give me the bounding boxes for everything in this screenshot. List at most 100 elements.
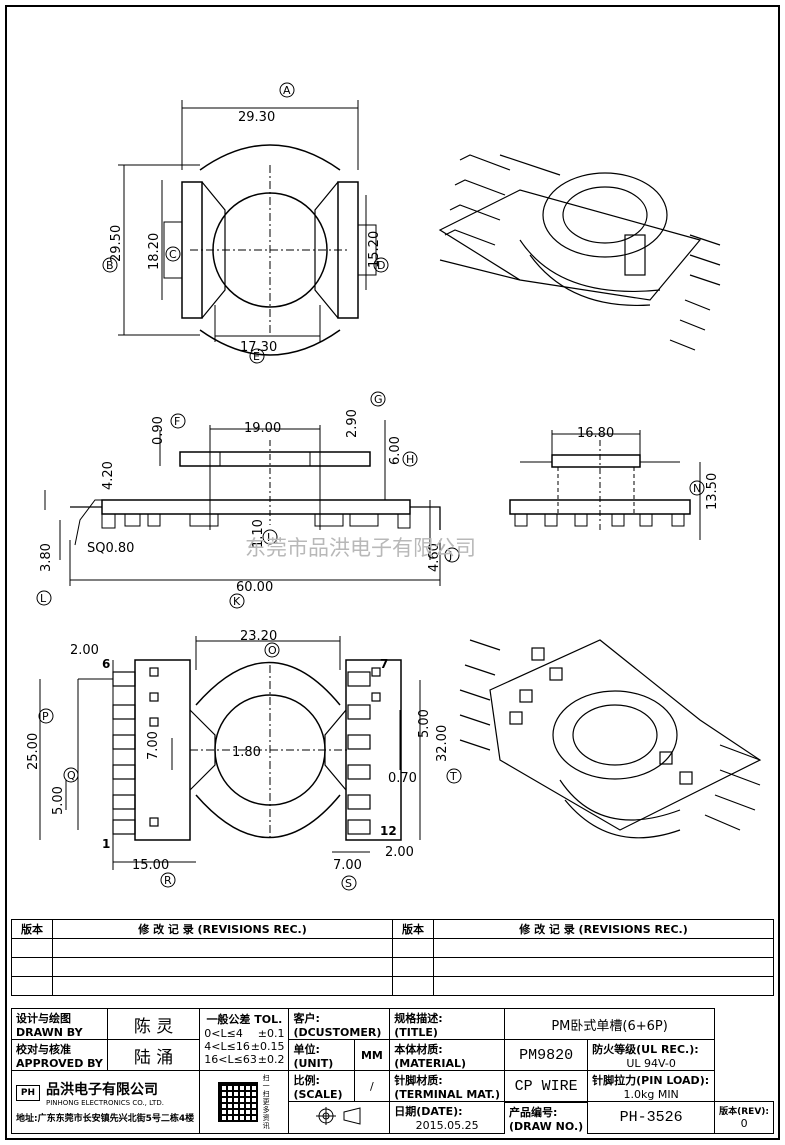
- qr-cell: 扫一扫 更多资讯: [199, 1070, 290, 1134]
- watermark: 东莞市品洪电子有限公司: [245, 536, 476, 560]
- pin-number: 7: [380, 657, 388, 671]
- marker-label: P: [42, 710, 49, 723]
- material-label-cell: 本体材质: (MATERIAL): [389, 1039, 506, 1071]
- terminal-label: 针脚材质:: [394, 1073, 443, 1087]
- rev-cell: 版本(REV): 0: [714, 1101, 774, 1134]
- dim-label: 2.00: [385, 845, 414, 860]
- revisions-row: [11, 957, 774, 977]
- fire-label: 防火等级(UL REC.):: [592, 1042, 699, 1056]
- dim-label: 25.00: [26, 733, 41, 770]
- scale-value: /: [353, 1070, 391, 1102]
- drawno-label: 产品编号:: [509, 1105, 558, 1119]
- tol-range: 0<L≤4: [204, 1027, 243, 1040]
- revisions-header-rev: 版本: [11, 919, 53, 939]
- company-logo: PH: [16, 1085, 40, 1102]
- dim-label: 7.00: [146, 731, 161, 760]
- marker-label: A: [283, 84, 291, 97]
- end-view: [509, 430, 701, 540]
- projection-symbol-icon: [316, 1106, 361, 1125]
- top-view-markers: A B C D E: [102, 82, 389, 364]
- technical-drawing: 29.30 29.50 18.20 15.20 17.30 A B C D E: [26, 82, 762, 891]
- marker-label: L: [40, 592, 47, 605]
- scale-label-en: (SCALE): [293, 1087, 343, 1101]
- check-label: 校对与核准: [16, 1042, 71, 1056]
- material-value: PM9820: [504, 1039, 589, 1071]
- company-address: 地址:广东东莞市长安镇先兴北街5号二栋4楼: [16, 1114, 195, 1125]
- qr-caption: 扫一扫 更多资讯: [262, 1073, 270, 1130]
- dim-label: 19.00: [244, 421, 281, 436]
- unit-label: 单位:: [293, 1042, 320, 1056]
- fire-value: UL 94V-0: [626, 1056, 676, 1070]
- rev-value: 0: [740, 1117, 748, 1131]
- designer-name: 陈 灵: [106, 1008, 201, 1040]
- fire-cell: 防火等级(UL REC.): UL 94V-0: [587, 1039, 716, 1071]
- unit-value: MM: [353, 1039, 391, 1071]
- dim-label: 3.80: [39, 543, 54, 572]
- isometric-view-bottom: [459, 639, 762, 839]
- dim-label: 13.50: [705, 473, 720, 510]
- isometric-view-top: [438, 154, 721, 351]
- unit-label-en: (UNIT): [293, 1056, 334, 1070]
- marker-label: E: [253, 350, 260, 363]
- dim-label: 7.00: [333, 858, 362, 873]
- revisions-row: [11, 976, 774, 996]
- dim-label: 4.60: [427, 543, 442, 572]
- terminal-label-en: (TERMINAL MAT.): [394, 1087, 501, 1101]
- design-label: 设计与绘图: [16, 1011, 71, 1025]
- end-view-dim-labels: 16.80 13.50: [577, 426, 720, 510]
- bottom-view-markers: O P Q R S T: [38, 642, 462, 891]
- title-block: 设计与绘图 DRAWN BY 陈 灵 一般公差 TOL. 0<L≤4±0.1 4…: [10, 1008, 774, 1134]
- marker-label: I: [267, 531, 270, 544]
- marker-label: N: [693, 482, 701, 495]
- dim-label: 18.20: [147, 233, 162, 270]
- tol-value: ±0.2: [257, 1053, 285, 1066]
- customer-label-en: (DCUSTOMER): [293, 1025, 382, 1039]
- revisions-row: [11, 938, 774, 958]
- marker-label: T: [449, 770, 457, 783]
- company-cell: PH 品洪电子有限公司 PINHONG ELECTRONICS CO., LTD…: [10, 1070, 201, 1134]
- marker-label: B: [106, 259, 114, 272]
- title-label-cell: 规格描述: (TITLE): [389, 1008, 506, 1040]
- dim-label: 1.80: [232, 745, 261, 760]
- dim-label: 29.50: [109, 225, 124, 262]
- company-name-en: PINHONG ELECTRONICS CO., LTD.: [46, 1099, 164, 1108]
- date-label: 日期(DATE):: [394, 1104, 463, 1118]
- dim-label: 5.00: [51, 786, 66, 815]
- marker-label: D: [377, 259, 385, 272]
- design-label-en: DRAWN BY: [16, 1025, 83, 1039]
- tol-range: 4<L≤16: [204, 1040, 250, 1053]
- revisions-header-rev: 版本: [392, 919, 434, 939]
- marker-label: Q: [67, 769, 76, 782]
- dim-label: 2.90: [345, 409, 360, 438]
- dim-label: 0.90: [151, 416, 166, 445]
- title-label: 规格描述:: [394, 1011, 443, 1025]
- marker-label: J: [448, 549, 452, 562]
- revisions-header-rec: 修 改 记 录 (REVISIONS REC.): [52, 919, 393, 939]
- marker-label: F: [174, 415, 180, 428]
- pinload-cell: 针脚拉力(PIN LOAD): 1.0kg MIN: [587, 1070, 716, 1102]
- unit-label-cell: 单位: (UNIT): [288, 1039, 355, 1071]
- design-label-cell: 设计与绘图 DRAWN BY: [11, 1008, 108, 1040]
- drawno-value: PH-3526: [587, 1101, 716, 1134]
- end-view-markers: N: [689, 480, 705, 496]
- side-view-dim-labels: 0.90 19.00 2.90 6.00 4.20 1.10 SQ0.80 3.…: [39, 409, 442, 595]
- tol-value: ±0.1: [257, 1027, 285, 1040]
- scale-label-cell: 比例: (SCALE): [288, 1070, 355, 1102]
- projection-symbol-cell: [288, 1101, 391, 1134]
- top-view-dim-labels: 29.30 29.50 18.20 15.20 17.30: [109, 110, 382, 355]
- tolerance-cell: 一般公差 TOL. 0<L≤4±0.1 4<L≤16±0.15 16<L≤63±…: [199, 1008, 290, 1071]
- drawing-sheet: [5, 5, 780, 1140]
- marker-label: C: [169, 248, 177, 261]
- rev-label: 版本(REV):: [719, 1107, 769, 1118]
- checker-name: 陆 涌: [106, 1039, 201, 1071]
- dim-label: 29.30: [238, 110, 275, 125]
- company-name: 品洪电子有限公司: [46, 1082, 158, 1099]
- tol-range: 16<L≤63: [204, 1053, 257, 1066]
- marker-label: R: [164, 874, 172, 887]
- material-label: 本体材质:: [394, 1042, 443, 1056]
- pin-number: 6: [102, 657, 110, 671]
- terminal-value: CP WIRE: [504, 1070, 589, 1102]
- marker-label: H: [406, 453, 414, 466]
- pin-number: 12: [380, 824, 397, 838]
- dim-label: 32.00: [435, 725, 450, 762]
